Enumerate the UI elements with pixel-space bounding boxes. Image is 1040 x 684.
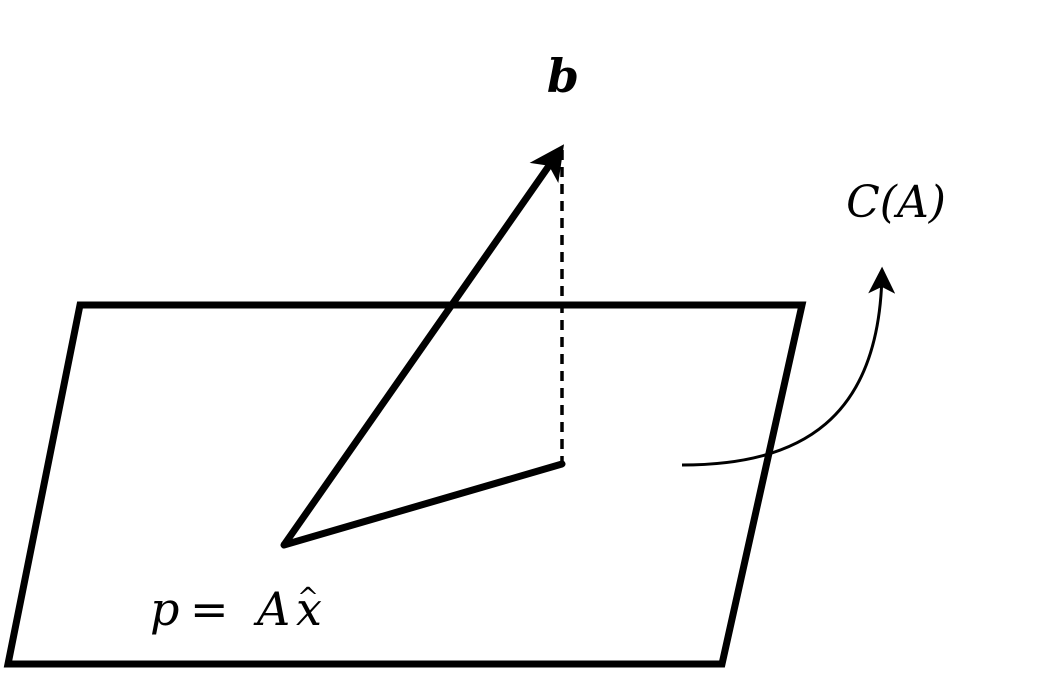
label-column-space: C(A) [846, 177, 946, 228]
label-projection-formula: p = A x ^ [150, 582, 322, 636]
column-space-pointer-arrow [681, 266, 896, 467]
label-x: x [296, 582, 322, 636]
label-b: b [547, 49, 579, 103]
vector-b-arrow [281, 144, 565, 548]
label-hat: ^ [297, 583, 319, 613]
column-space-plane [3, 301, 807, 668]
label-a: A [253, 582, 290, 636]
label-p: p [150, 582, 179, 636]
projection-vector-p [280, 460, 566, 549]
label-equals: = [190, 582, 229, 636]
